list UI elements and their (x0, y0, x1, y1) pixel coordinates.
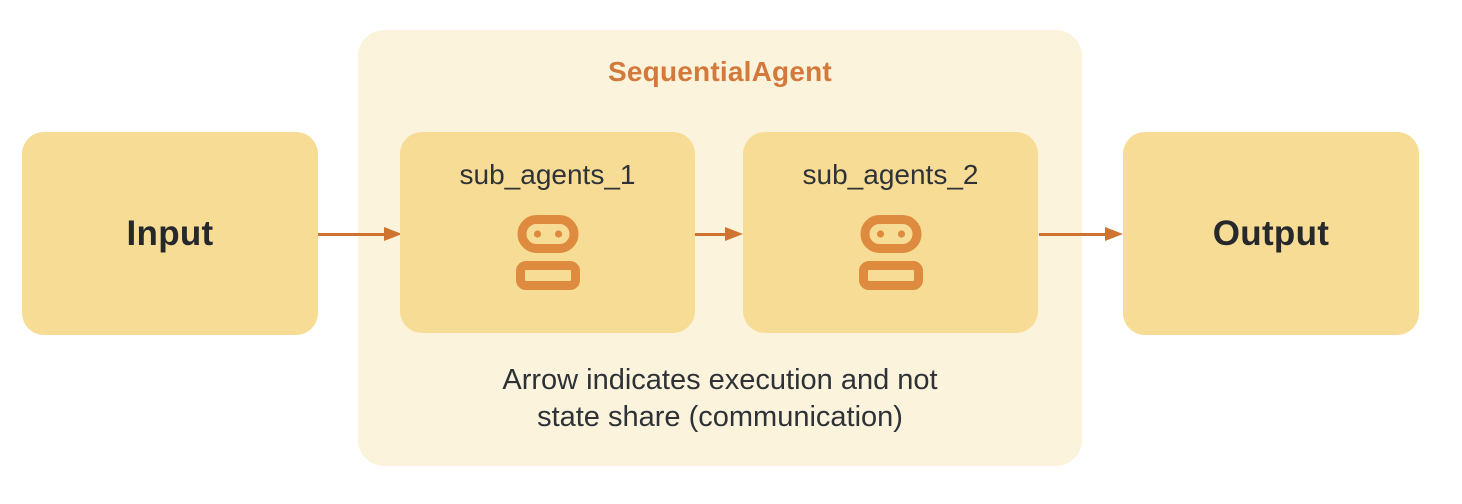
arrow-shaft (318, 232, 391, 236)
execution-note-line-1: Arrow indicates execution and not (502, 364, 938, 396)
input-node: Input (22, 132, 318, 335)
execution-note-line-2: state share (communication) (537, 401, 903, 433)
robot-icon (858, 215, 923, 290)
arrowhead-icon (384, 227, 402, 241)
arrow-shaft (1039, 232, 1112, 236)
output-node: Output (1123, 132, 1419, 335)
input-label: Input (126, 213, 214, 253)
output-label: Output (1212, 213, 1330, 253)
arrow-sub-agent-1-to-sub-agent-2 (695, 227, 743, 241)
robot-icon (515, 215, 580, 290)
sub-agent-1-node: sub_agents_1 (400, 132, 695, 333)
arrow-sub-agent-2-to-output (1039, 227, 1123, 241)
sub-agent-2-label: sub_agents_2 (802, 159, 979, 190)
arrow-input-to-sub-agent-1 (318, 227, 402, 241)
sub-agent-1-label: sub_agents_1 (459, 159, 636, 190)
arrowhead-icon (1105, 227, 1123, 241)
execution-note: Arrow indicates execution and not state … (358, 362, 1082, 436)
arrowhead-icon (725, 227, 743, 241)
arrow-shaft (695, 232, 732, 236)
sequential-agent-title: SequentialAgent (608, 56, 832, 87)
sub-agent-2-node: sub_agents_2 (743, 132, 1038, 333)
